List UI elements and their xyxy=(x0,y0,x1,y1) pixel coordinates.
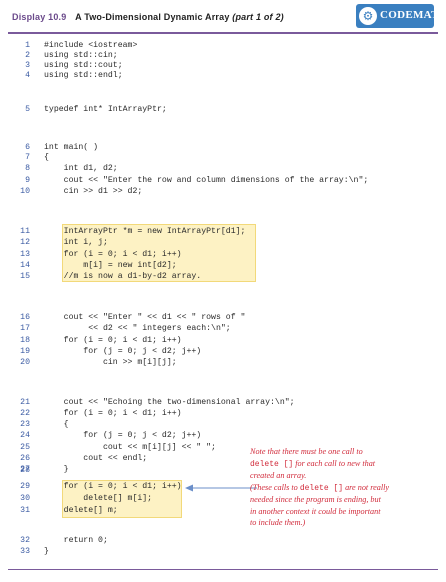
code-line: cout << endl; xyxy=(44,454,148,463)
line-number: 30 xyxy=(20,494,30,503)
code-line: cin >> m[i][j]; xyxy=(44,358,177,367)
part-label: (part 1 of 2) xyxy=(232,12,284,22)
code-line: IntArrayPtr *m = new IntArrayPtr[d1]; xyxy=(44,227,246,236)
footer-divider xyxy=(8,569,438,570)
note-delete-code-2: delete [] xyxy=(299,483,344,493)
note-line-2-rest: for each call to new that xyxy=(293,458,376,468)
note-line-4-rest: are not really xyxy=(343,482,390,492)
note-line-7: to include them.) xyxy=(250,518,306,527)
code-line: return 0; xyxy=(44,536,108,545)
line-number: 27 xyxy=(20,465,30,474)
line-number: 1 xyxy=(25,41,30,50)
line-number: 17 xyxy=(20,324,30,333)
line-number: 3 xyxy=(25,61,30,70)
highlight-block-allocation xyxy=(62,224,256,282)
line-number: 5 xyxy=(25,105,30,114)
delete-note: Note that there must be one call to dele… xyxy=(250,446,430,529)
code-line: } xyxy=(44,465,69,474)
line-number: 9 xyxy=(25,176,30,185)
line-number: 23 xyxy=(20,420,30,429)
note-line-5: needed since the program is ending, but xyxy=(250,495,381,504)
code-line: << d2 << " integers each:\n"; xyxy=(44,324,231,333)
line-number: 8 xyxy=(25,164,30,173)
line-number: 4 xyxy=(25,71,30,80)
callout-arrow-icon xyxy=(185,484,257,492)
line-number: 24 xyxy=(20,431,30,440)
line-number: 12 xyxy=(20,238,30,247)
line-number: 33 xyxy=(20,547,30,556)
display-caption: Display 10.9 A Two-Dimensional Dynamic A… xyxy=(12,12,284,22)
note-line-6: in another context it could be important xyxy=(250,506,381,516)
line-number: 25 xyxy=(20,443,30,452)
code-line: for (j = 0; j < d2; j++) xyxy=(44,347,202,356)
line-number: 18 xyxy=(20,336,30,345)
code-line: cout << m[i][j] << " "; xyxy=(44,443,216,452)
display-label: Display 10.9 xyxy=(12,12,67,22)
line-number: 28 xyxy=(20,466,30,475)
code-line: using std::cin; xyxy=(44,51,118,60)
note-line-2: delete [] for each call to new that xyxy=(250,458,430,471)
note-line-4-pre: (These calls to xyxy=(250,482,300,492)
line-number: 11 xyxy=(20,227,30,236)
code-line: for (i = 0; i < d1; i++) xyxy=(44,250,182,259)
line-number: 31 xyxy=(20,506,30,515)
line-number: 21 xyxy=(20,398,30,407)
code-line: { xyxy=(44,420,69,429)
header-divider xyxy=(8,32,438,34)
code-line: for (i = 0; i < d1; i++) xyxy=(44,336,182,345)
line-number: 16 xyxy=(20,313,30,322)
code-line: #include <iostream> xyxy=(44,41,138,50)
line-number: 10 xyxy=(20,187,30,196)
gear-icon: ⚙ xyxy=(359,7,377,25)
code-line: for (i = 0; i < d1; i++) xyxy=(44,482,182,491)
line-number: 15 xyxy=(20,272,30,281)
code-line: typedef int* IntArrayPtr; xyxy=(44,105,167,114)
display-title: A Two-Dimensional Dynamic Array (part 1 … xyxy=(75,12,284,22)
note-delete-code-1: delete [] xyxy=(250,459,294,469)
code-line: //m is now a d1-by-d2 array. xyxy=(44,272,202,281)
code-line: cin >> d1 >> d2; xyxy=(44,187,143,196)
code-line: cout << "Echoing the two-dimensional arr… xyxy=(44,398,295,407)
code-line: { xyxy=(44,153,49,162)
line-number: 14 xyxy=(20,261,30,270)
code-line: delete[] m[i]; xyxy=(44,494,153,503)
code-line: delete[] m; xyxy=(44,506,118,515)
code-line: for (i = 0; i < d1; i++) xyxy=(44,409,182,418)
note-line-3: created an array. xyxy=(250,471,307,480)
note-line-4: (These calls to delete [] are not really xyxy=(250,482,430,495)
code-line: int d1, d2; xyxy=(44,164,118,173)
line-number: 6 xyxy=(25,143,30,152)
title-text: A Two-Dimensional Dynamic Array xyxy=(75,12,230,22)
display-header: Display 10.9 A Two-Dimensional Dynamic A… xyxy=(0,0,446,30)
code-line: for (j = 0; j < d2; j++) xyxy=(44,431,202,440)
code-line: using std::cout; xyxy=(44,61,123,70)
note-line-1: Note that there must be one call to xyxy=(250,447,363,456)
line-number: 13 xyxy=(20,250,30,259)
highlight-block-delete xyxy=(62,480,182,518)
codemate-logo: ⚙ CODEMATE xyxy=(356,4,446,28)
code-line: int main( ) xyxy=(44,143,99,152)
code-line: } xyxy=(44,547,49,556)
line-number: 29 xyxy=(20,482,30,491)
line-number: 32 xyxy=(20,536,30,545)
line-number: 19 xyxy=(20,347,30,356)
logo-text: CODEMATE xyxy=(380,9,446,21)
line-number: 7 xyxy=(25,153,30,162)
line-number: 20 xyxy=(20,358,30,367)
line-number: 26 xyxy=(20,454,30,463)
line-number: 2 xyxy=(25,51,30,60)
code-line: int i, j; xyxy=(44,238,108,247)
code-line: using std::endl; xyxy=(44,71,123,80)
code-line: cout << "Enter the row and column dimens… xyxy=(44,176,369,185)
code-line: m[i] = new int[d2]; xyxy=(44,261,177,270)
code-line: cout << "Enter " << d1 << " rows of " xyxy=(44,313,246,322)
line-number: 22 xyxy=(20,409,30,418)
